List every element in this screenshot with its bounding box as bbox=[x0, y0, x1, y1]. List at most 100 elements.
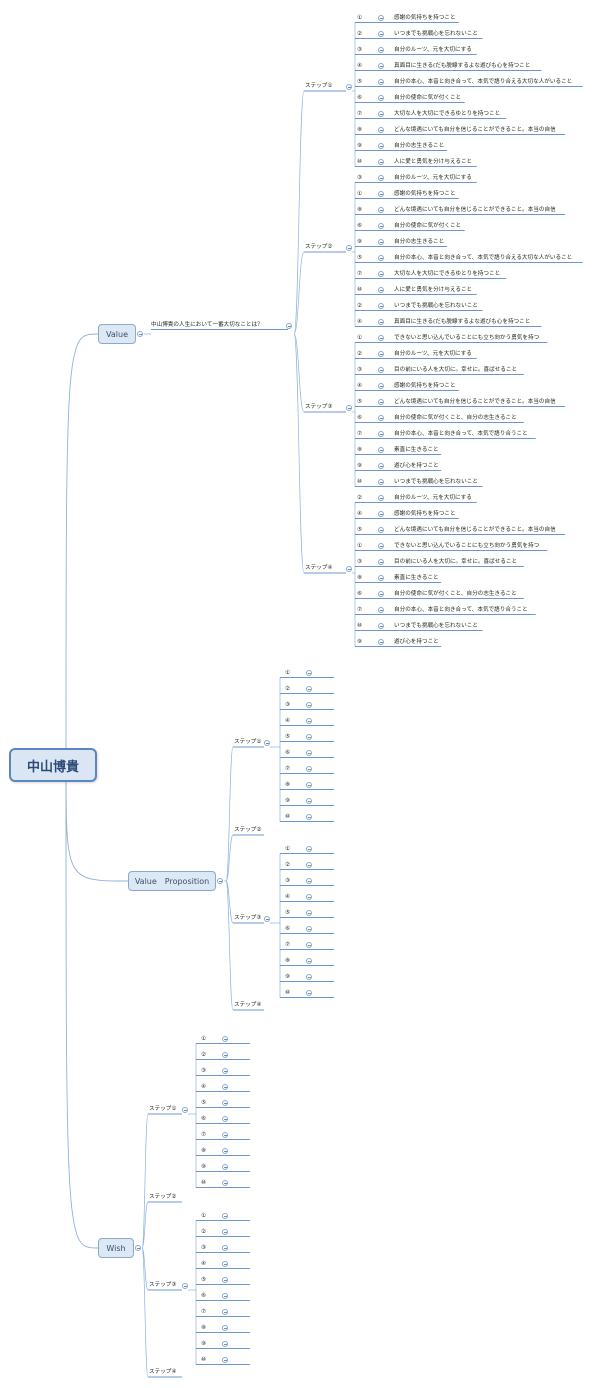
item-number[interactable]: ⑧ bbox=[201, 1325, 207, 1331]
item-number[interactable]: ⑨ bbox=[285, 798, 291, 804]
collapse-icon[interactable] bbox=[378, 447, 384, 453]
collapse-icon[interactable] bbox=[222, 1180, 228, 1186]
collapse-icon[interactable] bbox=[378, 591, 384, 597]
item-number[interactable]: ⑤ bbox=[285, 910, 291, 916]
collapse-icon[interactable] bbox=[306, 846, 312, 852]
item-number[interactable]: ⑨ bbox=[357, 639, 363, 645]
collapse-icon[interactable] bbox=[222, 1261, 228, 1267]
collapse-icon[interactable] bbox=[306, 766, 312, 772]
item-number[interactable]: ④ bbox=[285, 894, 291, 900]
item-number[interactable]: ③ bbox=[201, 1245, 207, 1251]
item-text[interactable]: どんな境遇にいても自分を信じることができること。本当の自信 bbox=[394, 207, 556, 213]
collapse-icon[interactable] bbox=[222, 1036, 228, 1042]
collapse-icon[interactable] bbox=[222, 1309, 228, 1315]
item-number[interactable]: ⑩ bbox=[357, 479, 363, 485]
item-number[interactable]: ⑦ bbox=[357, 271, 363, 277]
item-text[interactable]: いつまでも挑戦心を忘れないこと bbox=[394, 31, 478, 37]
item-text[interactable]: 真面目に生きる(だも脱線するよな遊びも心を持つこと bbox=[394, 319, 531, 325]
collapse-icon[interactable] bbox=[378, 255, 384, 261]
item-number[interactable]: ⑥ bbox=[357, 591, 363, 597]
item-text[interactable]: 人に愛と勇気を分け与えること bbox=[394, 287, 473, 293]
item-number[interactable]: ⑧ bbox=[357, 447, 363, 453]
collapse-icon[interactable] bbox=[306, 974, 312, 980]
item-number[interactable]: ⑧ bbox=[285, 782, 291, 788]
item-text[interactable]: どんな境遇にいても自分を信じることができること。本当の自信 bbox=[394, 527, 556, 533]
step-label[interactable]: ステップ③ bbox=[149, 1282, 177, 1288]
collapse-icon[interactable] bbox=[378, 287, 384, 293]
collapse-icon[interactable] bbox=[306, 686, 312, 692]
item-number[interactable]: ② bbox=[357, 31, 363, 37]
item-number[interactable]: ① bbox=[285, 670, 291, 676]
step-label[interactable]: ステップ③ bbox=[234, 915, 262, 921]
item-text[interactable]: 遊び心を持つこと bbox=[394, 463, 439, 469]
item-number[interactable]: ④ bbox=[357, 319, 363, 325]
item-text[interactable]: 感謝の気持ちを持つこと bbox=[394, 511, 456, 517]
collapse-icon[interactable] bbox=[378, 415, 384, 421]
collapse-icon[interactable] bbox=[378, 127, 384, 133]
collapse-icon[interactable] bbox=[378, 95, 384, 101]
collapse-icon[interactable] bbox=[346, 566, 352, 572]
item-text[interactable]: 感謝の気持ちを持つこと bbox=[394, 383, 456, 389]
item-number[interactable]: ⑥ bbox=[285, 926, 291, 932]
collapse-icon[interactable] bbox=[306, 750, 312, 756]
item-number[interactable]: ④ bbox=[357, 383, 363, 389]
collapse-icon[interactable] bbox=[378, 159, 384, 165]
item-number[interactable]: ③ bbox=[357, 47, 363, 53]
item-text[interactable]: いつまでも挑戦心を忘れないこと bbox=[394, 623, 478, 629]
collapse-icon[interactable] bbox=[222, 1068, 228, 1074]
item-number[interactable]: ⑤ bbox=[201, 1100, 207, 1106]
collapse-icon[interactable] bbox=[222, 1357, 228, 1363]
step-label[interactable]: ステップ③ bbox=[305, 404, 333, 410]
collapse-icon[interactable] bbox=[135, 1245, 141, 1251]
collapse-icon[interactable] bbox=[378, 479, 384, 485]
step-label[interactable]: ステップ④ bbox=[305, 565, 333, 571]
collapse-icon[interactable] bbox=[222, 1229, 228, 1235]
collapse-icon[interactable] bbox=[378, 543, 384, 549]
item-text[interactable]: 自分のルーツ、元を大切にする bbox=[394, 175, 472, 181]
item-number[interactable]: ⑥ bbox=[357, 223, 363, 229]
item-number[interactable]: ⑨ bbox=[201, 1341, 207, 1347]
item-number[interactable]: ⑦ bbox=[285, 766, 291, 772]
item-text[interactable]: 目の前にいる人を大切に。幸せに。喜ばせること bbox=[394, 559, 518, 565]
item-number[interactable]: ① bbox=[357, 543, 363, 549]
item-number[interactable]: ⑦ bbox=[357, 111, 363, 117]
collapse-icon[interactable] bbox=[378, 575, 384, 581]
item-number[interactable]: ⑤ bbox=[285, 734, 291, 740]
item-number[interactable]: ③ bbox=[201, 1068, 207, 1074]
collapse-icon[interactable] bbox=[286, 323, 292, 329]
collapse-icon[interactable] bbox=[378, 639, 384, 645]
item-number[interactable]: ⑦ bbox=[357, 431, 363, 437]
collapse-icon[interactable] bbox=[378, 63, 384, 69]
collapse-icon[interactable] bbox=[378, 431, 384, 437]
collapse-icon[interactable] bbox=[378, 383, 384, 389]
item-text[interactable]: いつまでも挑戦心を忘れないこと bbox=[394, 303, 478, 309]
item-text[interactable]: 自分の本心、本音と向き合って、本気で語り合うこと bbox=[394, 607, 528, 613]
item-number[interactable]: ② bbox=[201, 1052, 207, 1058]
item-number[interactable]: ⑧ bbox=[357, 127, 363, 133]
collapse-icon[interactable] bbox=[182, 1283, 188, 1289]
collapse-icon[interactable] bbox=[306, 814, 312, 820]
collapse-icon[interactable] bbox=[306, 990, 312, 996]
item-text[interactable]: 自分の使命に気が付くこと、自分の志生きること bbox=[394, 591, 517, 597]
step-label[interactable]: ステップ② bbox=[234, 827, 262, 833]
item-text[interactable]: 感謝の気持ちを持つこと bbox=[394, 191, 456, 197]
collapse-icon[interactable] bbox=[378, 607, 384, 613]
item-number[interactable]: ② bbox=[357, 351, 363, 357]
step-label[interactable]: ステップ④ bbox=[234, 1002, 262, 1008]
item-number[interactable]: ⑥ bbox=[357, 95, 363, 101]
collapse-icon[interactable] bbox=[306, 782, 312, 788]
question-topic[interactable]: 中山博貴の人生において一番大切なことは？ bbox=[151, 322, 263, 328]
collapse-icon[interactable] bbox=[378, 143, 384, 149]
collapse-icon[interactable] bbox=[378, 31, 384, 37]
collapse-icon[interactable] bbox=[346, 245, 352, 251]
item-number[interactable]: ⑦ bbox=[201, 1309, 207, 1315]
collapse-icon[interactable] bbox=[222, 1052, 228, 1058]
collapse-icon[interactable] bbox=[306, 718, 312, 724]
item-number[interactable]: ⑩ bbox=[285, 990, 291, 996]
collapse-icon[interactable] bbox=[378, 495, 384, 501]
collapse-icon[interactable] bbox=[378, 367, 384, 373]
item-number[interactable]: ⑨ bbox=[285, 974, 291, 980]
item-text[interactable]: できないと思い込んでいることにも立ち向かう勇気を持つ bbox=[394, 543, 540, 549]
central-topic[interactable]: 中山博貴 bbox=[9, 748, 97, 782]
item-number[interactable]: ⑨ bbox=[201, 1164, 207, 1170]
